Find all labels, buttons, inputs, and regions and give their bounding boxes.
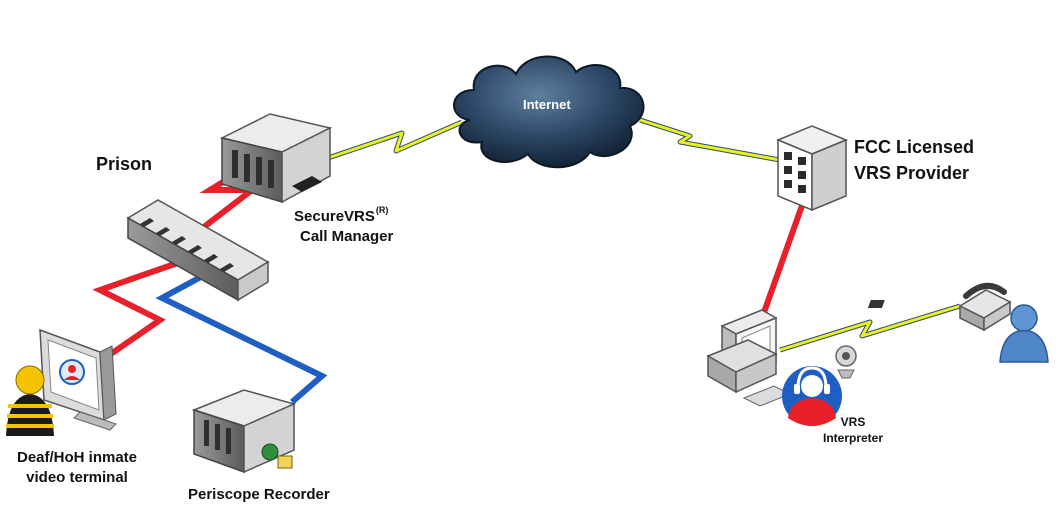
internet-label: Internet bbox=[523, 97, 571, 112]
inmate-terminal-line1: Deaf/HoH inmate bbox=[16, 449, 138, 466]
red-link-provider-workstation bbox=[759, 198, 807, 320]
wan-link-workstation-telephone bbox=[779, 303, 961, 353]
vrs-provider-line2: VRS Provider bbox=[854, 163, 970, 183]
webcam-icon bbox=[835, 345, 857, 379]
server-icon bbox=[219, 113, 333, 204]
call-manager-name: SecureVRS bbox=[294, 208, 375, 225]
monitor-icon bbox=[39, 328, 117, 431]
vrs-provider-line1: FCC Licensed bbox=[854, 137, 975, 157]
vrs-provider-label: FCC Licensed VRS Provider bbox=[854, 134, 974, 186]
call-manager-subtitle: Call Manager bbox=[300, 228, 394, 245]
inmate-terminal-label: Deaf/HoH inmate video terminal bbox=[2, 448, 152, 488]
call-manager-trademark: (R) bbox=[375, 205, 389, 215]
user-icon bbox=[999, 304, 1049, 363]
cloud-icon bbox=[453, 55, 645, 169]
workstation-icon bbox=[706, 309, 792, 407]
wan-link-internet-provider bbox=[639, 117, 781, 163]
building-icon bbox=[776, 125, 848, 212]
recorder-icon bbox=[191, 389, 297, 474]
inmate-terminal-line2: video terminal bbox=[26, 469, 128, 486]
telephone-icon bbox=[867, 283, 1012, 332]
interpreter-line2: Interpreter bbox=[822, 431, 884, 445]
recorder-label: Periscope Recorder bbox=[188, 486, 330, 503]
interpreter-label: VRS Interpreter bbox=[818, 414, 888, 446]
wan-link-callmanager-internet bbox=[327, 119, 464, 161]
call-manager-label: SecureVRS(R) Call Manager bbox=[294, 200, 393, 247]
red-link-monitor-switch bbox=[92, 255, 193, 359]
interpreter-line1: VRS bbox=[840, 415, 866, 429]
inmate-icon bbox=[6, 365, 54, 436]
headset-icon bbox=[782, 366, 842, 426]
switch-icon bbox=[126, 199, 270, 302]
prison-label: Prison bbox=[96, 154, 153, 174]
blue-link-switch-recorder bbox=[155, 269, 328, 405]
